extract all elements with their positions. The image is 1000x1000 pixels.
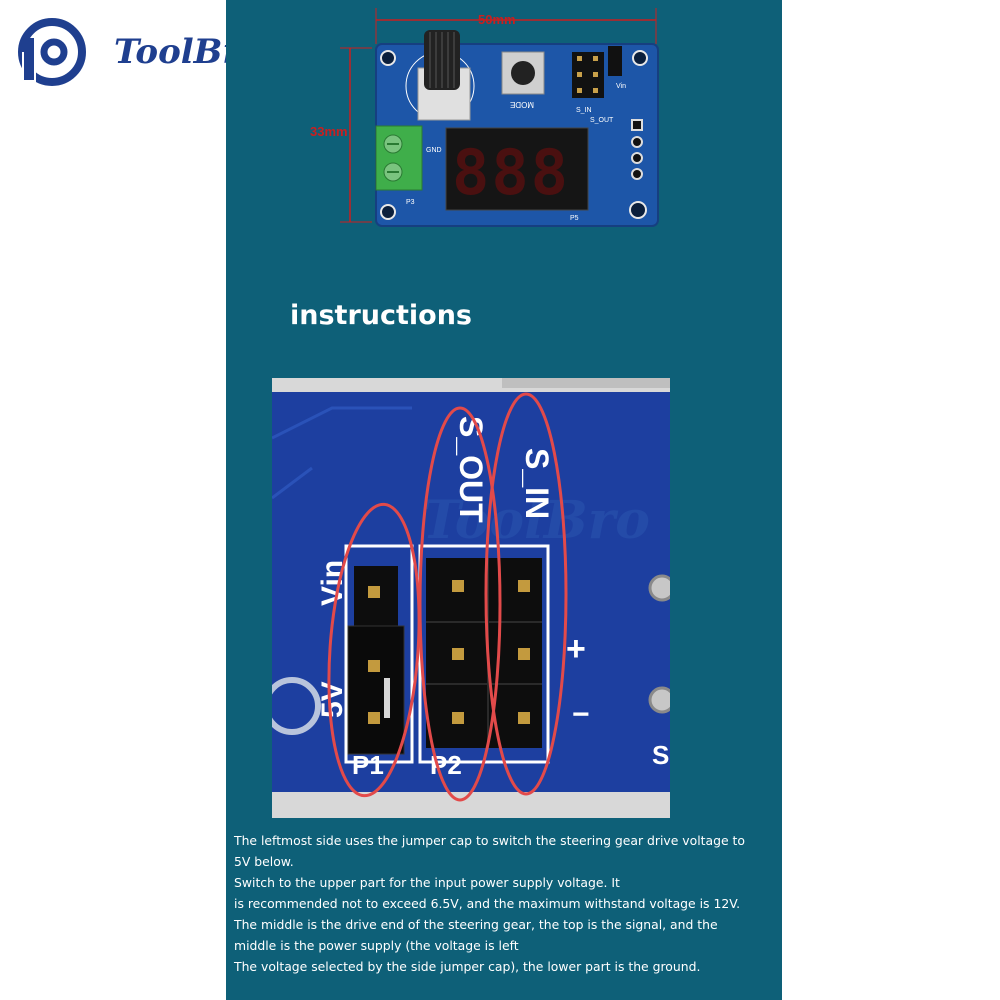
instructions-line: The leftmost side uses the jumper cap to…: [234, 833, 745, 848]
pin-label-p5: P5: [570, 215, 579, 222]
pin-label-s-in: S_IN: [576, 107, 592, 114]
dimension-height: 33mm: [310, 124, 348, 139]
brand-logo: ToolBro: [18, 18, 263, 86]
instructions-line: 5V below.: [234, 854, 294, 869]
dimension-width: 50mm: [478, 12, 516, 27]
product-board-image: MODE S_OUT S_IN Vin GND P3 888 P5: [340, 8, 659, 227]
mode-button-label: MODE: [510, 100, 534, 109]
logo-mark-icon: [18, 18, 86, 86]
pin-label-p3: P3: [406, 199, 415, 206]
instructions-line: The voltage selected by the side jumper …: [234, 959, 701, 974]
label-s: S: [652, 740, 669, 770]
label-5v: 5V: [316, 681, 349, 718]
jumper-closeup-image: ToolBro Vin 5V S_OUT S_IN + − P1 P2 S: [272, 378, 670, 818]
instructions-line: middle is the power supply (the voltage …: [234, 938, 519, 953]
label-s-in: S_IN: [519, 448, 555, 519]
instructions-line: is recommended not to exceed 6.5V, and t…: [234, 896, 741, 911]
label-p1: P1: [352, 750, 384, 780]
pin-label-s-out: S_OUT: [590, 117, 614, 124]
label-plus: +: [566, 630, 586, 668]
watermark-text: ToolBro: [422, 490, 650, 551]
instructions-title: instructions: [290, 300, 472, 331]
pin-label-gnd: GND: [426, 147, 442, 154]
instructions-text: The leftmost side uses the jumper cap to…: [234, 830, 774, 977]
label-minus: −: [572, 698, 590, 731]
label-s-out: S_OUT: [453, 416, 489, 523]
pin-label-vin: Vin: [616, 83, 626, 90]
instructions-line: The middle is the drive end of the steer…: [234, 917, 718, 932]
seven-segment-display: 888: [452, 136, 570, 209]
instructions-line: Switch to the upper part for the input p…: [234, 875, 620, 890]
